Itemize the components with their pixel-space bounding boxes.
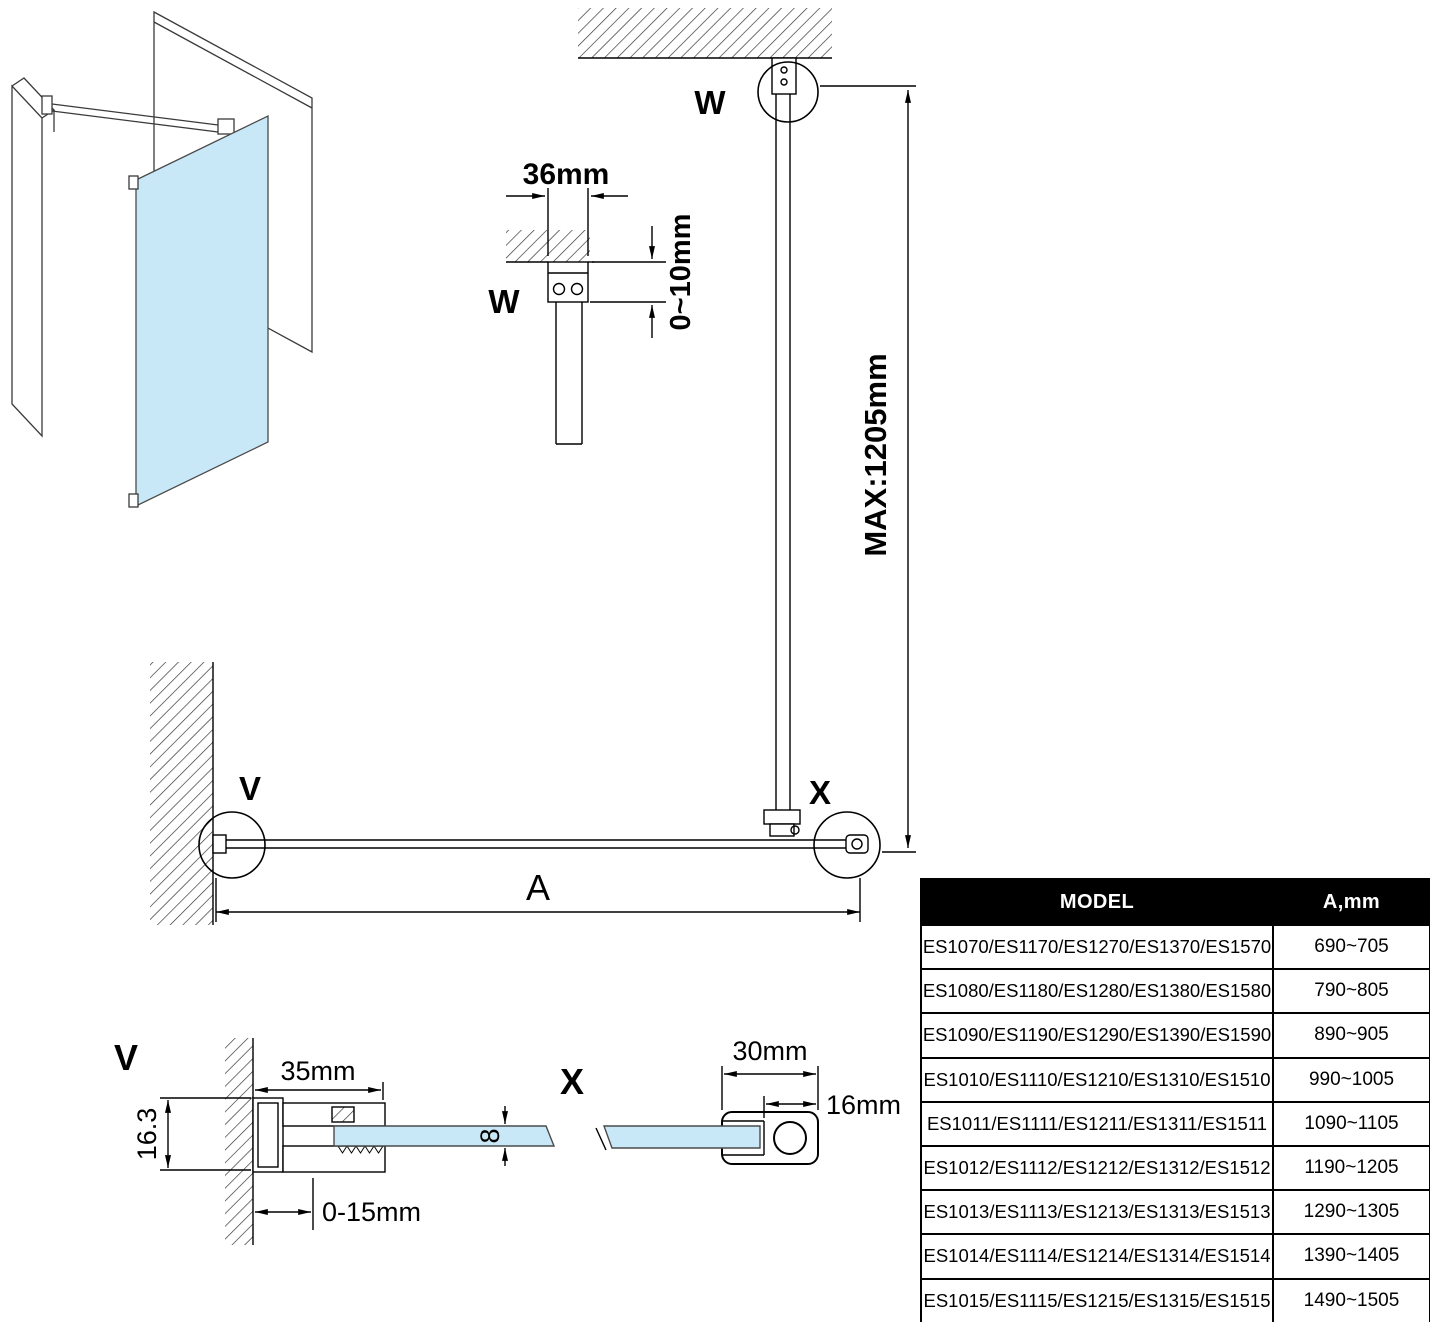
table-cell-amm: 890~905 xyxy=(1274,1014,1430,1059)
detail-v-wall-hatch xyxy=(225,1038,253,1245)
table-row: ES1015/ES1115/ES1215/ES1315/ES1515 1490~… xyxy=(922,1279,1430,1322)
table-row: ES1090/ES1190/ES1290/ES1390/ES1590 890~9… xyxy=(922,1014,1430,1059)
dim-36mm-label: 36mm xyxy=(523,158,610,191)
iso-left-wall xyxy=(11,84,43,438)
table-header-row: MODEL A,mm xyxy=(922,880,1430,926)
table-row: ES1013/ES1113/ES1213/ES1313/ES1513 1290~… xyxy=(922,1191,1430,1236)
dim-8-label: 8 xyxy=(475,1128,505,1143)
table-cell-model: ES1015/ES1115/ES1215/ES1315/ES1515 xyxy=(922,1279,1274,1322)
iso-glass-bracket-top xyxy=(128,175,139,190)
detail-x-glass xyxy=(603,1125,761,1149)
table-cell-model: ES1080/ES1180/ES1280/ES1380/ES1580 xyxy=(922,970,1274,1015)
wall-profile xyxy=(212,834,227,854)
dim-16-3-label: 16.3 xyxy=(132,1108,162,1161)
iso-support-bar xyxy=(51,103,227,127)
detail-x-label: X xyxy=(560,1061,584,1102)
table-cell-model: ES1011/ES1111/ES1211/ES1311/ES1511 xyxy=(922,1102,1274,1147)
table-cell-model: ES1010/ES1110/ES1210/ES1310/ES1510 xyxy=(922,1058,1274,1103)
detail-x-callout-label: X xyxy=(809,774,831,811)
table-cell-model: ES1014/ES1114/ES1214/ES1314/ES1514 xyxy=(922,1235,1274,1280)
bar-ceiling-mount xyxy=(771,57,797,95)
callout-circle-v xyxy=(198,811,266,879)
table-cell-model: ES1090/ES1190/ES1290/ES1390/ES1590 xyxy=(922,1014,1274,1059)
dim-35mm-label: 35mm xyxy=(280,1056,355,1086)
table-cell-amm: 1290~1305 xyxy=(1274,1191,1430,1236)
table-row: ES1080/ES1180/ES1280/ES1380/ES1580 790~8… xyxy=(922,970,1430,1015)
table-row: ES1010/ES1110/ES1210/ES1310/ES1510 990~1… xyxy=(922,1058,1430,1103)
table-cell-model: ES1013/ES1113/ES1213/ES1313/ES1513 xyxy=(922,1191,1274,1236)
detail-w-view: 36mm W 0~10mm xyxy=(488,158,697,445)
dim-a-label: A xyxy=(526,867,550,908)
table-cell-amm: 790~805 xyxy=(1274,970,1430,1015)
dim-0-15mm-label: 0-15mm xyxy=(322,1197,421,1227)
detail-w-callout-label: W xyxy=(694,84,726,121)
detail-v-grip-block xyxy=(331,1106,355,1123)
table-cell-model: ES1012/ES1112/ES1212/ES1312/ES1512 xyxy=(922,1146,1274,1192)
isometric-view xyxy=(11,10,313,508)
elevation-view: W V X MAX:1205mm A xyxy=(150,8,916,925)
ceiling-bracket xyxy=(547,261,589,303)
detail-v-view: V 35mm 16.3 8 0-15mm xyxy=(114,1037,556,1245)
iso-glass-panel xyxy=(135,114,269,508)
iso-bar-wall-plate xyxy=(41,95,53,115)
table-header-model: MODEL xyxy=(922,880,1274,926)
iso-bar-clamp xyxy=(217,118,235,135)
glass-end-connector xyxy=(845,834,869,854)
iso-glass-bracket-bottom xyxy=(128,493,139,508)
dim-30mm-label: 30mm xyxy=(732,1036,807,1066)
iso-back-wall-edge xyxy=(153,21,313,109)
table-row: ES1014/ES1114/ES1214/ES1314/ES1514 1390~… xyxy=(922,1235,1430,1280)
dim-max-label: MAX:1205mm xyxy=(858,353,893,556)
table-row: ES1011/ES1111/ES1211/ES1311/ES1511 1090~… xyxy=(922,1102,1430,1147)
model-table: MODEL A,mm ES1070/ES1170/ES1270/ES1370/E… xyxy=(920,878,1430,1322)
detail-v-serration xyxy=(337,1145,384,1154)
bracket-screw-left xyxy=(552,282,566,296)
table-cell-amm: 1390~1405 xyxy=(1274,1235,1430,1280)
table-row: ES1070/ES1170/ES1270/ES1370/ES1570 690~7… xyxy=(922,926,1430,971)
detail-v-glass xyxy=(333,1125,556,1147)
table-header-amm: A,mm xyxy=(1274,880,1430,926)
table-cell-model: ES1070/ES1170/ES1270/ES1370/ES1570 xyxy=(922,926,1274,971)
wall-hatch xyxy=(150,662,213,925)
dim-16mm-label: 16mm xyxy=(826,1090,901,1120)
detail-v-callout-label: V xyxy=(239,770,261,807)
table-cell-amm: 690~705 xyxy=(1274,926,1430,971)
detail-x-view: X 30mm 16mm xyxy=(560,1036,901,1165)
table-cell-amm: 1190~1205 xyxy=(1274,1146,1430,1192)
table-row: ES1012/ES1112/ES1212/ES1312/ES1512 1190~… xyxy=(922,1146,1430,1192)
bar-glass-clamp xyxy=(763,809,801,825)
detail-v-clamp-bottom xyxy=(282,1145,386,1173)
bracket-screw-right xyxy=(570,282,584,296)
ceiling-hatch xyxy=(578,8,832,58)
table-cell-amm: 1490~1505 xyxy=(1274,1279,1430,1322)
dim-ceiling-gap-label: 0~10mm xyxy=(665,214,697,331)
table-cell-amm: 1090~1105 xyxy=(1274,1102,1430,1147)
detail-x-bar-circle xyxy=(773,1121,807,1155)
detail-v-label: V xyxy=(114,1037,138,1078)
detail-x-break-line xyxy=(595,1127,607,1151)
table-cell-amm: 990~1005 xyxy=(1274,1058,1430,1103)
callout-circle-x xyxy=(813,811,881,879)
detail-w-label: W xyxy=(488,283,520,320)
callout-circle-w xyxy=(757,61,819,123)
